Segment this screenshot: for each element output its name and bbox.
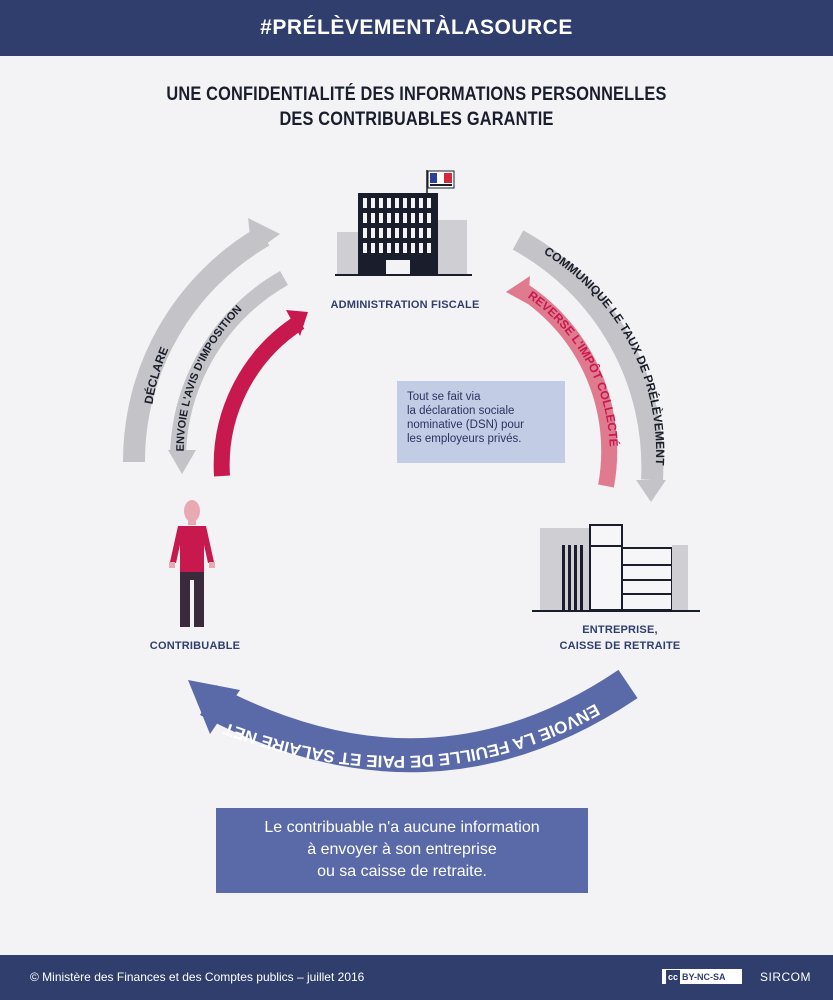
envoie-avis-arrowhead-icon (168, 450, 196, 474)
paie-solde-arrowhead-icon (286, 310, 308, 336)
header-hashtag: #PRÉLÈVEMENTÀLASOURCE (0, 0, 833, 56)
creative-commons-icon: cc (666, 970, 681, 985)
declare-arrowhead-icon (248, 218, 280, 254)
footer: © Ministère des Finances et des Comptes … (0, 955, 833, 1000)
page-title: UNE CONFIDENTIALITÉ DES INFORMATIONS PER… (0, 82, 833, 132)
note-line-4: les employeurs privés. (407, 433, 522, 445)
note-line-3: nominative (DSN) pour (407, 419, 524, 431)
communique-arrowhead-icon (636, 480, 666, 502)
feuille-arrowhead-icon (188, 680, 240, 734)
reverse-arrowhead-icon (506, 276, 530, 304)
title-line-2: DES CONTRIBUABLES GARANTIE (279, 109, 554, 130)
bottom-box-line-3: ou sa caisse de retraite. (317, 863, 487, 880)
envoie-avis-arrow (170, 271, 288, 455)
feuille-arrow (200, 669, 638, 773)
dsn-note: Tout se fait via la déclaration sociale … (397, 381, 565, 463)
administration-label: ADMINISTRATION FISCALE (330, 299, 480, 311)
reverse-arrow (517, 283, 618, 488)
contribuable-label: CONTRIBUABLE (149, 640, 241, 652)
note-line-2: la déclaration sociale (407, 405, 515, 417)
paie-solde-label: PAIE LE SOLDE (218, 347, 266, 437)
french-flag-icon (427, 170, 455, 189)
footer-brand: SIRCOM (760, 970, 811, 984)
bottom-box-line-1: Le contribuable n'a aucune information (264, 819, 540, 836)
footer-copyright: © Ministère des Finances et des Comptes … (30, 970, 365, 984)
no-information-box: Le contribuable n'a aucune information à… (216, 808, 588, 893)
declare-arrow (122, 226, 270, 463)
title-line-1: UNE CONFIDENTIALITÉ DES INFORMATIONS PER… (166, 84, 667, 105)
entreprise-building-icon (532, 524, 700, 612)
entreprise-label-line-2: CAISSE DE RETRAITE (559, 640, 681, 652)
bottom-box-line-2: à envoyer à son entreprise (307, 841, 497, 858)
license-text: BY-NC-SA (682, 972, 726, 982)
entreprise-label-line-1: ENTREPRISE, (582, 624, 658, 636)
paie-solde-text: PAIE LE SOLDE (218, 347, 266, 437)
entreprise-label: ENTREPRISE, CAISSE DE RETRAITE (545, 622, 695, 654)
paie-solde-arrow (213, 315, 305, 477)
communique-arrow (512, 230, 664, 481)
contribuable-person-icon (169, 500, 215, 627)
note-line-1: Tout se fait via (407, 391, 481, 403)
administration-building-icon (335, 170, 472, 276)
